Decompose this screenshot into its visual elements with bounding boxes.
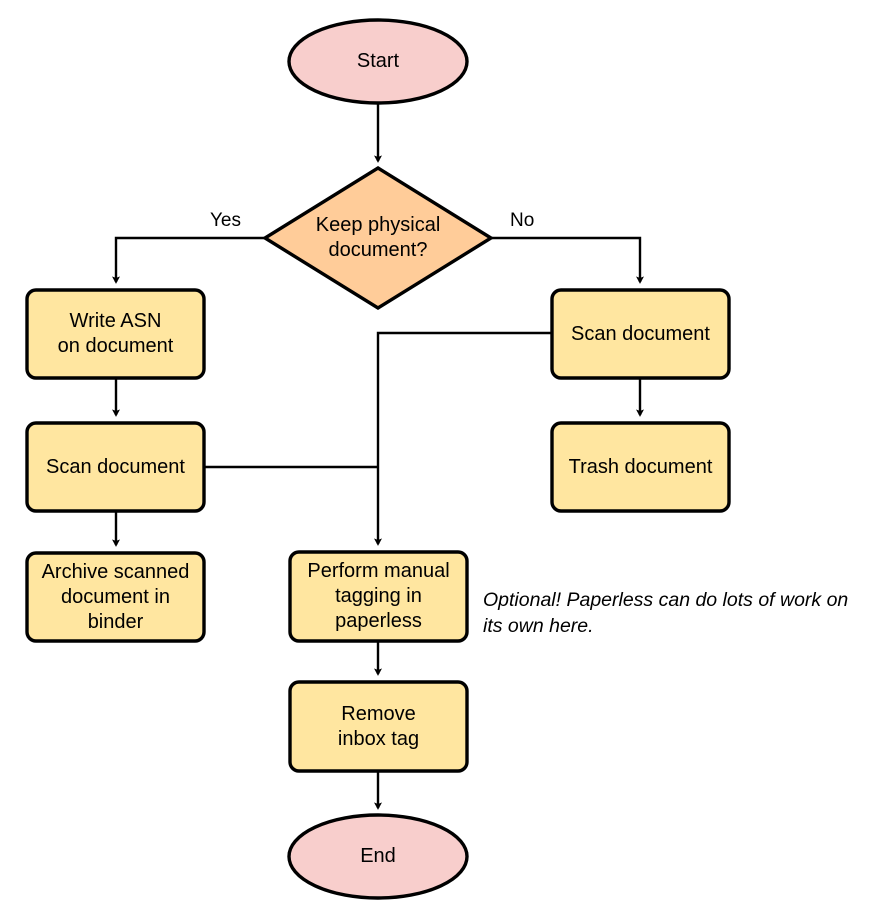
node-shape-remove-inbox[interactable] — [288, 680, 469, 773]
annotation-optional-note: Optional! Paperless can do lots of work … — [483, 589, 849, 637]
node-shape-decision[interactable] — [261, 166, 495, 310]
node-shape-write-asn[interactable] — [25, 288, 206, 380]
node-shape-trash[interactable] — [550, 421, 731, 513]
edge-label-yes: Yes — [207, 210, 244, 232]
edge-decision-no-to-scan-right — [491, 236, 644, 284]
edge-scan-right-to-tagging — [374, 331, 552, 546]
node-shape-group — [25, 18, 731, 900]
edge-group — [112, 103, 644, 810]
edge-decision-yes-to-write-asn — [112, 236, 265, 284]
node-shape-tagging[interactable] — [288, 550, 469, 643]
edge-label-no: No — [507, 210, 538, 232]
node-shape-scan-left[interactable] — [25, 421, 206, 513]
node-shape-scan-right[interactable] — [550, 288, 731, 380]
node-shape-end[interactable] — [287, 813, 469, 900]
node-shape-start[interactable] — [287, 18, 469, 105]
node-shape-archive[interactable] — [25, 551, 206, 643]
